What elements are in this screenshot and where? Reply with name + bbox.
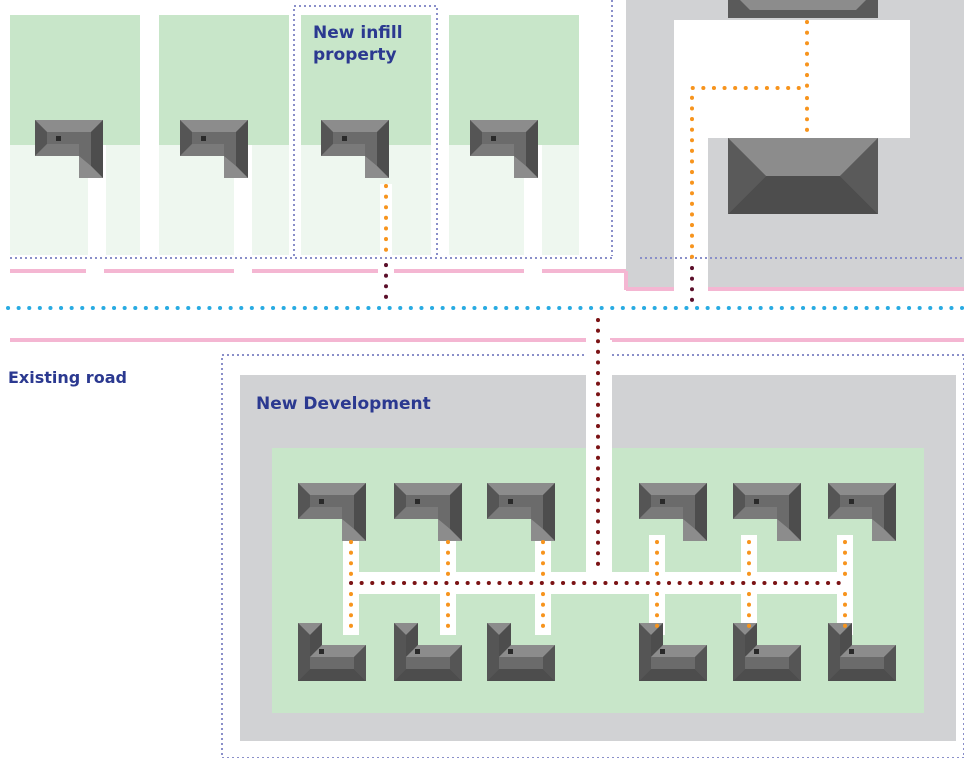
infill-label-line1: New infill xyxy=(313,23,403,43)
road-curbs xyxy=(10,269,964,342)
infill-label-line2: property xyxy=(313,45,397,65)
infill-property-label: New infill property xyxy=(313,22,403,66)
commercial-lot xyxy=(626,0,964,290)
service-lines xyxy=(349,20,847,628)
new-development-label: New Development xyxy=(256,394,431,414)
lateral-lines xyxy=(349,263,847,585)
existing-road-label: Existing road xyxy=(8,368,127,387)
